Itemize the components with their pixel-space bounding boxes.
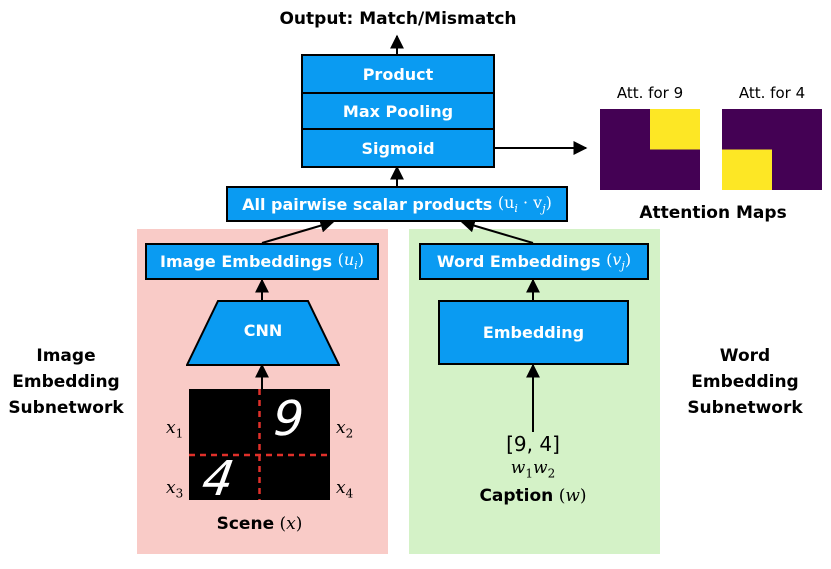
product-label: Product bbox=[362, 64, 434, 84]
product-box: Product bbox=[301, 54, 495, 94]
att4-cell bbox=[772, 149, 822, 190]
pairwise-formula: (ui · vj) bbox=[497, 192, 552, 216]
quadrant-x2: x2 bbox=[336, 418, 354, 441]
att9-cell bbox=[600, 149, 651, 190]
attention-map-4 bbox=[722, 109, 822, 190]
max-pooling-label: Max Pooling bbox=[342, 101, 454, 121]
caption-words: w1w2 bbox=[510, 458, 556, 481]
att4-cell bbox=[722, 149, 773, 190]
image-embeddings-var: (ui) bbox=[337, 250, 364, 273]
cnn-label: CNN bbox=[243, 321, 283, 340]
quadrant-x4: x4 bbox=[336, 478, 354, 501]
caption-label: Caption (w) bbox=[479, 486, 587, 506]
sigmoid-label: Sigmoid bbox=[361, 138, 435, 158]
att9-cell bbox=[600, 109, 651, 150]
attention-map-9 bbox=[600, 109, 700, 190]
word-embeddings-box: Word Embeddings (vj) bbox=[419, 243, 649, 280]
embedding-box: Embedding bbox=[438, 300, 629, 365]
att-title-9: Att. for 9 bbox=[616, 84, 684, 102]
image-subnetwork-side-label: Image Embedding Subnetwork bbox=[8, 346, 124, 418]
cnn-trapezoid bbox=[186, 300, 340, 366]
word-subnetwork-side-label: Word Embedding Subnetwork bbox=[687, 346, 803, 418]
embedding-label: Embedding bbox=[482, 323, 585, 342]
scene-image: 9 4 bbox=[189, 389, 330, 500]
att4-cell bbox=[722, 109, 773, 150]
attention-maps-caption: Attention Maps bbox=[639, 203, 787, 223]
image-embeddings-box: Image Embeddings (ui) bbox=[145, 243, 379, 280]
att-title-4: Att. for 4 bbox=[738, 84, 806, 102]
scene-grid bbox=[189, 389, 330, 500]
caption-value: [9, 4] bbox=[506, 432, 560, 456]
quadrant-x3: x3 bbox=[166, 478, 184, 501]
sigmoid-box: Sigmoid bbox=[301, 128, 495, 168]
word-embeddings-var: (vj) bbox=[606, 250, 632, 273]
pairwise-products-box: All pairwise scalar products (ui · vj) bbox=[226, 186, 568, 222]
image-embeddings-label: Image Embeddings bbox=[160, 252, 333, 271]
att9-cell bbox=[650, 149, 700, 190]
quadrant-x1: x1 bbox=[166, 418, 184, 441]
pairwise-label: All pairwise scalar products bbox=[242, 194, 493, 214]
att9-cell bbox=[650, 109, 700, 150]
scene-label: Scene (x) bbox=[216, 514, 303, 534]
output-label: Output: Match/Mismatch bbox=[279, 9, 517, 29]
att4-cell bbox=[772, 109, 822, 150]
word-embeddings-label: Word Embeddings bbox=[436, 252, 601, 271]
max-pooling-box: Max Pooling bbox=[301, 92, 495, 130]
